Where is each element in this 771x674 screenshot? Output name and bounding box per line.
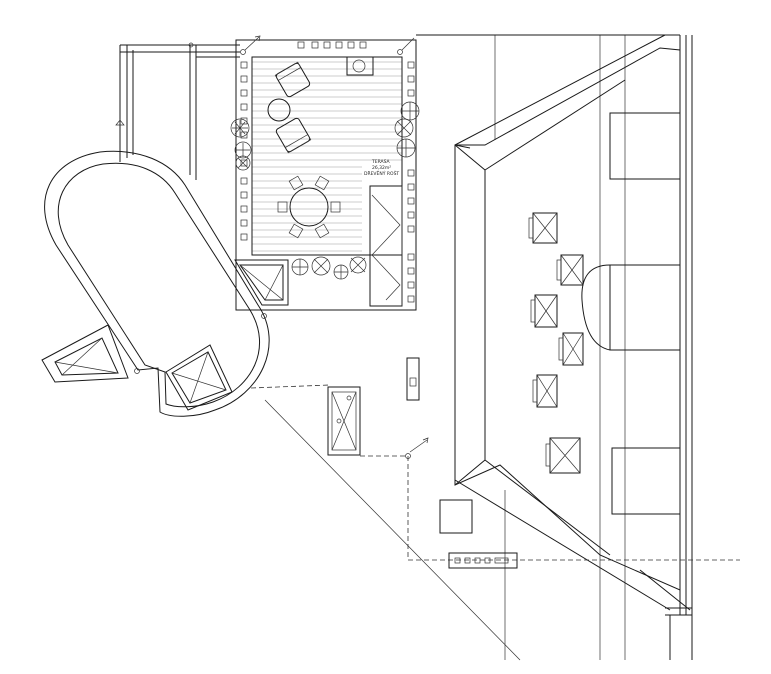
skylight [556,254,584,286]
railing-posts-top [297,41,367,49]
plant [235,155,251,171]
skylight [530,294,558,328]
plant [400,101,420,121]
plant [396,138,416,158]
lower-elements [250,357,740,569]
terrace-name: TERASA [371,159,391,165]
dining-set [277,175,341,239]
left-walls [115,44,240,180]
terrace-surface: DŘEVĚNÝ ROŠT [364,169,399,177]
chimney [439,499,473,534]
roof-skylights [528,212,584,474]
railing-posts-right [407,61,415,303]
lounge-chair [274,61,311,98]
plants [230,101,420,280]
plant [333,264,349,280]
skylight [528,212,558,244]
plant [234,141,252,159]
lounge-chair [275,117,312,154]
plant [311,256,331,276]
plant [394,118,414,138]
wood-decking [252,61,402,252]
plant [291,258,309,276]
plant [349,256,367,274]
terrace-label: TERASA 26,32m² DŘEVĚNÝ ROŠT [364,159,399,177]
sink [346,56,374,76]
plant [230,118,250,138]
left-skylights [41,259,289,411]
side-table [267,98,291,122]
skylight [558,332,584,366]
skylight [545,437,581,474]
terrace-area: 26,32m² [372,165,391,171]
outlet-strip [448,552,518,569]
railing-posts-left [240,61,248,241]
terrace: TERASA 26,32m² DŘEVĚNÝ ROŠT [235,39,417,311]
lamp-fixtures [188,35,415,55]
hip-roof [454,47,681,591]
right-building [264,34,693,661]
rounded-bay [44,150,270,417]
staircase [369,185,403,307]
skylight [532,374,558,408]
